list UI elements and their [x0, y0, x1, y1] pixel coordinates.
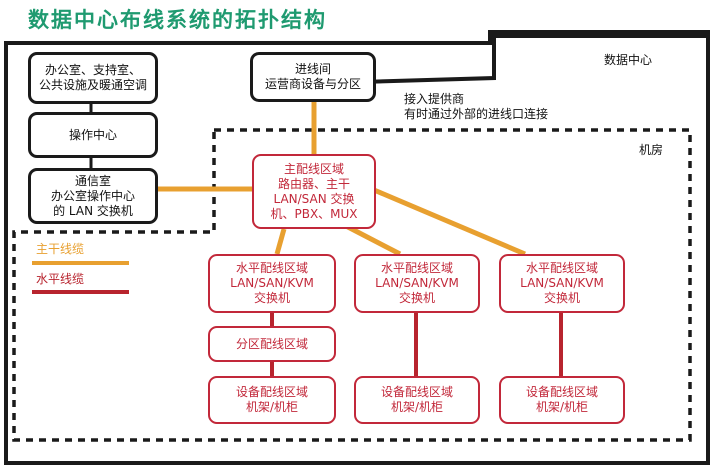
zone-distribution-area-box: 分区配线区域 — [208, 326, 336, 362]
eda3-box-line1: 设备配线区域 — [525, 385, 598, 399]
backbone-mda-hda1 — [274, 228, 287, 255]
horizontal-distribution-area-1-box: 水平配线区域 LAN/SAN/KVM 交换机 — [208, 254, 336, 313]
legend-horizontal-label: 水平线缆 — [36, 272, 85, 286]
office-support-box: 办公室、支持室、 公共设施及暖通空调 — [28, 52, 158, 104]
provider-link — [359, 34, 708, 84]
datacenter-label: 数据中心 — [604, 53, 653, 67]
entrance-box-line1: 进线间 — [294, 62, 331, 76]
ops-box-line1: 操作中心 — [68, 127, 117, 142]
hda2-box-line1: 水平配线区域 — [380, 261, 453, 275]
equipment-distribution-area-3-box: 设备配线区域 机架/机柜 — [499, 376, 625, 424]
telecom-room-box: 通信室 办公室操作中心 的 LAN 交换机 — [28, 168, 158, 224]
equipment-distribution-area-1-box: 设备配线区域 机架/机柜 — [208, 376, 336, 424]
entrance-box-line2: 运营商设备与分区 — [264, 77, 361, 91]
entrance-room-box: 进线间 运营商设备与分区 — [250, 52, 376, 102]
eda3-box-line2: 机架/机柜 — [535, 400, 589, 414]
mda-box-line3: LAN/SAN 交换 — [273, 191, 355, 206]
eda2-box-line1: 设备配线区域 — [380, 385, 453, 399]
provider-label-line2: 有时通过外部的进线口连接 — [404, 107, 549, 121]
hda2-box-line2: LAN/SAN/KVM — [375, 276, 459, 290]
provider-label: 接入提供商 有时通过外部的进线口连接 — [404, 92, 548, 122]
mda-box-line4: 机、PBX、MUX — [270, 206, 358, 221]
hda3-box-line1: 水平配线区域 — [525, 261, 598, 275]
telecom-box-line1: 通信室 — [74, 173, 111, 188]
mda-box-line2: 路由器、主干 — [277, 176, 350, 191]
hda2-box-line3: 交换机 — [398, 291, 435, 305]
telecom-box-line2: 办公室操作中心 — [50, 188, 135, 203]
computer-room-label: 机房 — [639, 143, 664, 157]
legend-backbone-line — [32, 261, 129, 265]
backbone-mda-hda2 — [344, 223, 402, 257]
horizontal-distribution-area-2-box: 水平配线区域 LAN/SAN/KVM 交换机 — [354, 254, 480, 313]
legend-backbone-label: 主干线缆 — [36, 242, 85, 256]
hda1-box-line2: LAN/SAN/KVM — [230, 276, 314, 290]
office-box-line1: 办公室、支持室、 — [44, 63, 141, 77]
legend-horizontal-line — [32, 290, 129, 294]
page-title: 数据中心布线系统的拓扑结构 — [28, 7, 327, 32]
equipment-distribution-area-2-box: 设备配线区域 机架/机柜 — [354, 376, 480, 424]
eda2-box-line2: 机架/机柜 — [390, 400, 444, 414]
eda1-box-line1: 设备配线区域 — [235, 385, 308, 399]
office-box-line2: 公共设施及暖通空调 — [38, 78, 147, 92]
zda-box-line1: 分区配线区域 — [235, 336, 308, 351]
hda3-box-line3: 交换机 — [543, 291, 580, 305]
operations-center-box: 操作中心 — [28, 112, 158, 158]
hda1-box-line1: 水平配线区域 — [235, 261, 308, 275]
backbone-mda-hda3 — [373, 187, 526, 257]
mda-box-line1: 主配线区域 — [283, 161, 344, 176]
main-distribution-area-box: 主配线区域 路由器、主干 LAN/SAN 交换 机、PBX、MUX — [252, 154, 376, 229]
horizontal-distribution-area-3-box: 水平配线区域 LAN/SAN/KVM 交换机 — [499, 254, 625, 313]
datacenter-border — [4, 30, 710, 465]
computer-room-border — [12, 128, 692, 442]
eda1-box-line2: 机架/机柜 — [245, 400, 299, 414]
hda1-box-line3: 交换机 — [253, 291, 290, 305]
hda3-box-line2: LAN/SAN/KVM — [520, 276, 604, 290]
telecom-box-line3: 的 LAN 交换机 — [53, 203, 133, 218]
provider-label-line1: 接入提供商 — [404, 92, 465, 106]
